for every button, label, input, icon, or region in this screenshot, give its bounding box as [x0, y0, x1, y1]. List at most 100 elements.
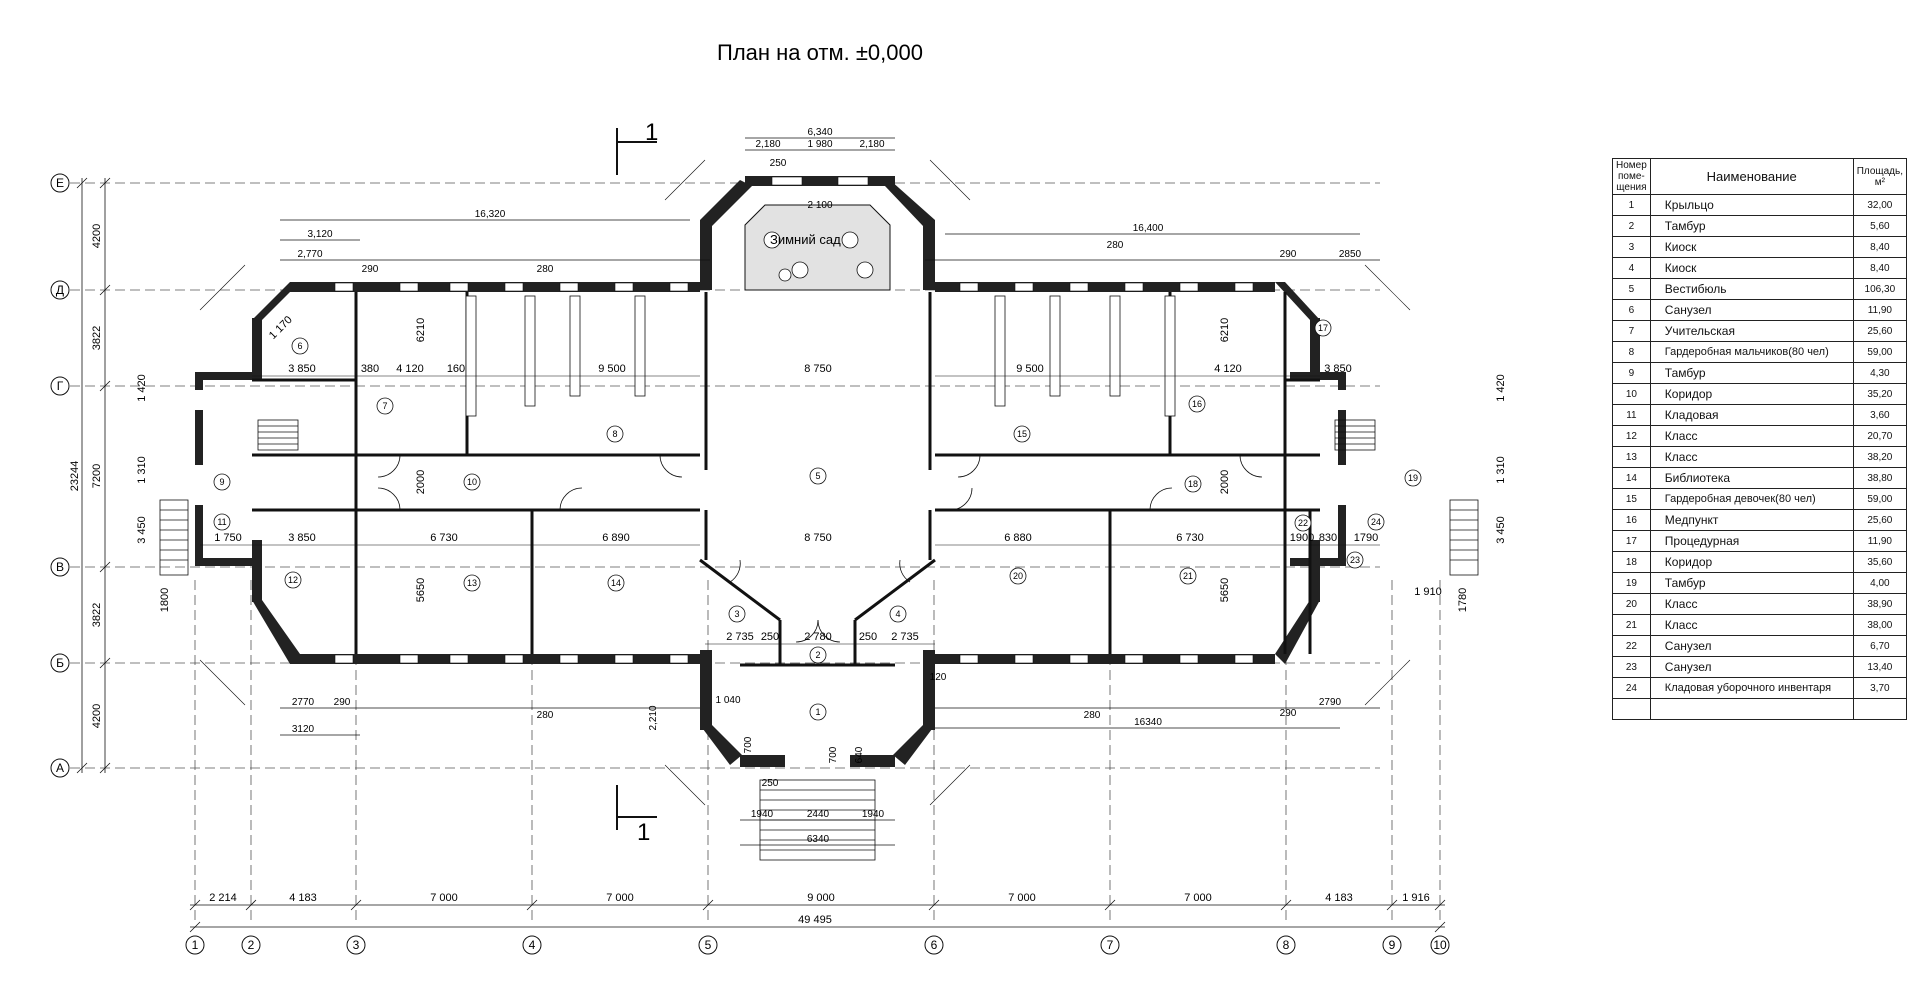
- room-name: Гардеробная мальчиков(80 чел): [1649, 341, 1854, 363]
- room-label-4: 4: [895, 609, 900, 619]
- room-num: 3: [1612, 236, 1651, 258]
- dim-2180a-top: 2,180: [755, 139, 780, 150]
- wardrobe-partitions: [465, 295, 1176, 417]
- room-table-header-name: Наименование: [1649, 158, 1854, 195]
- room-label-19: 19: [1408, 473, 1418, 483]
- room-num: 22: [1612, 635, 1651, 657]
- dim-6210b: 6210: [1219, 318, 1231, 342]
- left-dimension-chain: [76, 177, 111, 774]
- dim-2790-bottom: 2790: [1319, 697, 1342, 708]
- dim-8750b: 8 750: [804, 532, 832, 544]
- dim-1420b: 1 420: [1495, 374, 1507, 402]
- room-name: Учительская: [1649, 320, 1854, 342]
- room-name: Класс: [1649, 593, 1854, 615]
- room-label-16: 16: [1192, 399, 1202, 409]
- room-name: Киоск: [1649, 236, 1854, 258]
- room-label-14: 14: [611, 578, 621, 588]
- room-area: 106,30: [1852, 278, 1908, 300]
- room-area: 20,70: [1852, 425, 1908, 447]
- room-num: [1612, 698, 1651, 720]
- inner-dimension-lines: [200, 375, 1380, 645]
- dim-3850a: 3 850: [288, 363, 316, 375]
- room-name: Класс: [1649, 614, 1854, 636]
- dim-6730a: 6 730: [430, 532, 458, 544]
- door-swings: [377, 454, 1263, 643]
- dim-5650b: 5650: [1219, 578, 1231, 602]
- room-table-header-area: Площадь, м²: [1852, 158, 1908, 195]
- dim-16400: 16,400: [1133, 223, 1164, 234]
- axis-label-D: Д: [56, 283, 64, 297]
- room-area: 25,60: [1852, 509, 1908, 531]
- winter-garden-plants: [763, 231, 874, 282]
- dim-3450a: 3 450: [136, 516, 148, 544]
- room-area: 11,90: [1852, 299, 1908, 321]
- axis-label-2: 2: [248, 938, 255, 952]
- room-name: Коридор: [1649, 551, 1854, 573]
- winter-garden: [744, 204, 891, 291]
- bottom-dim-8: 4 183: [1325, 892, 1353, 904]
- room-name: Санузел: [1649, 635, 1854, 657]
- axis-label-3: 3: [353, 938, 360, 952]
- room-num: 8: [1612, 341, 1651, 363]
- dim-1170: 1 170: [267, 314, 295, 342]
- dim-2770-bottom: 2770: [292, 697, 315, 708]
- room-label-13: 13: [467, 578, 477, 588]
- section-marker-bottom: [616, 785, 657, 830]
- room-label-1: 1: [815, 707, 820, 717]
- room-schedule-table: Номер поме- щения Наименование Площадь, …: [1612, 158, 1908, 720]
- room-name: Библиотека: [1649, 467, 1854, 489]
- left-dim-3: 7200: [91, 464, 103, 488]
- room-name: Тамбур: [1649, 572, 1854, 594]
- top-dimension-lines: [280, 137, 1380, 261]
- outer-walls: [195, 176, 1346, 767]
- dim-4120a: 4 120: [396, 363, 424, 375]
- room-label-23: 23: [1350, 555, 1360, 565]
- dim-250a: 250: [761, 631, 779, 643]
- room-name: Крыльцо: [1649, 194, 1854, 216]
- dim-16340-bottom: 16340: [1134, 717, 1162, 728]
- dim-5650a: 5650: [415, 578, 427, 602]
- room-name: Кладовая: [1649, 404, 1854, 426]
- bottom-dim-9: 1 916: [1402, 892, 1430, 904]
- axis-label-4: 4: [529, 938, 536, 952]
- dim-1980-top: 1 980: [807, 139, 832, 150]
- dim-280a-bottom: 280: [537, 710, 554, 721]
- axis-label-B: Б: [56, 656, 64, 670]
- dim-1310a: 1 310: [136, 456, 148, 484]
- room-area: 4,30: [1852, 362, 1908, 384]
- left-dim-total: 23244: [69, 461, 81, 492]
- room-num: 23: [1612, 656, 1651, 678]
- dim-2000b: 2000: [1219, 470, 1231, 494]
- left-dim-1: 4200: [91, 224, 103, 248]
- room-label-5: 5: [815, 471, 820, 481]
- interior-walls: [252, 292, 1320, 667]
- bottom-dim-5: 9 000: [807, 892, 835, 904]
- bottom-dim-3: 7 000: [430, 892, 458, 904]
- dim-6210a: 6210: [415, 318, 427, 342]
- room-area: 5,60: [1852, 215, 1908, 237]
- room-label-8: 8: [612, 429, 617, 439]
- room-area: 8,40: [1852, 257, 1908, 279]
- room-num: 14: [1612, 467, 1651, 489]
- room-area: 59,00: [1852, 341, 1908, 363]
- room-num: 11: [1612, 404, 1651, 426]
- axis-bubbles-numbers: [185, 935, 1450, 955]
- room-name: Санузел: [1649, 656, 1854, 678]
- dim-6340-top: 6,340: [807, 127, 832, 138]
- dim-830: 830: [1319, 532, 1337, 544]
- room-num: 19: [1612, 572, 1651, 594]
